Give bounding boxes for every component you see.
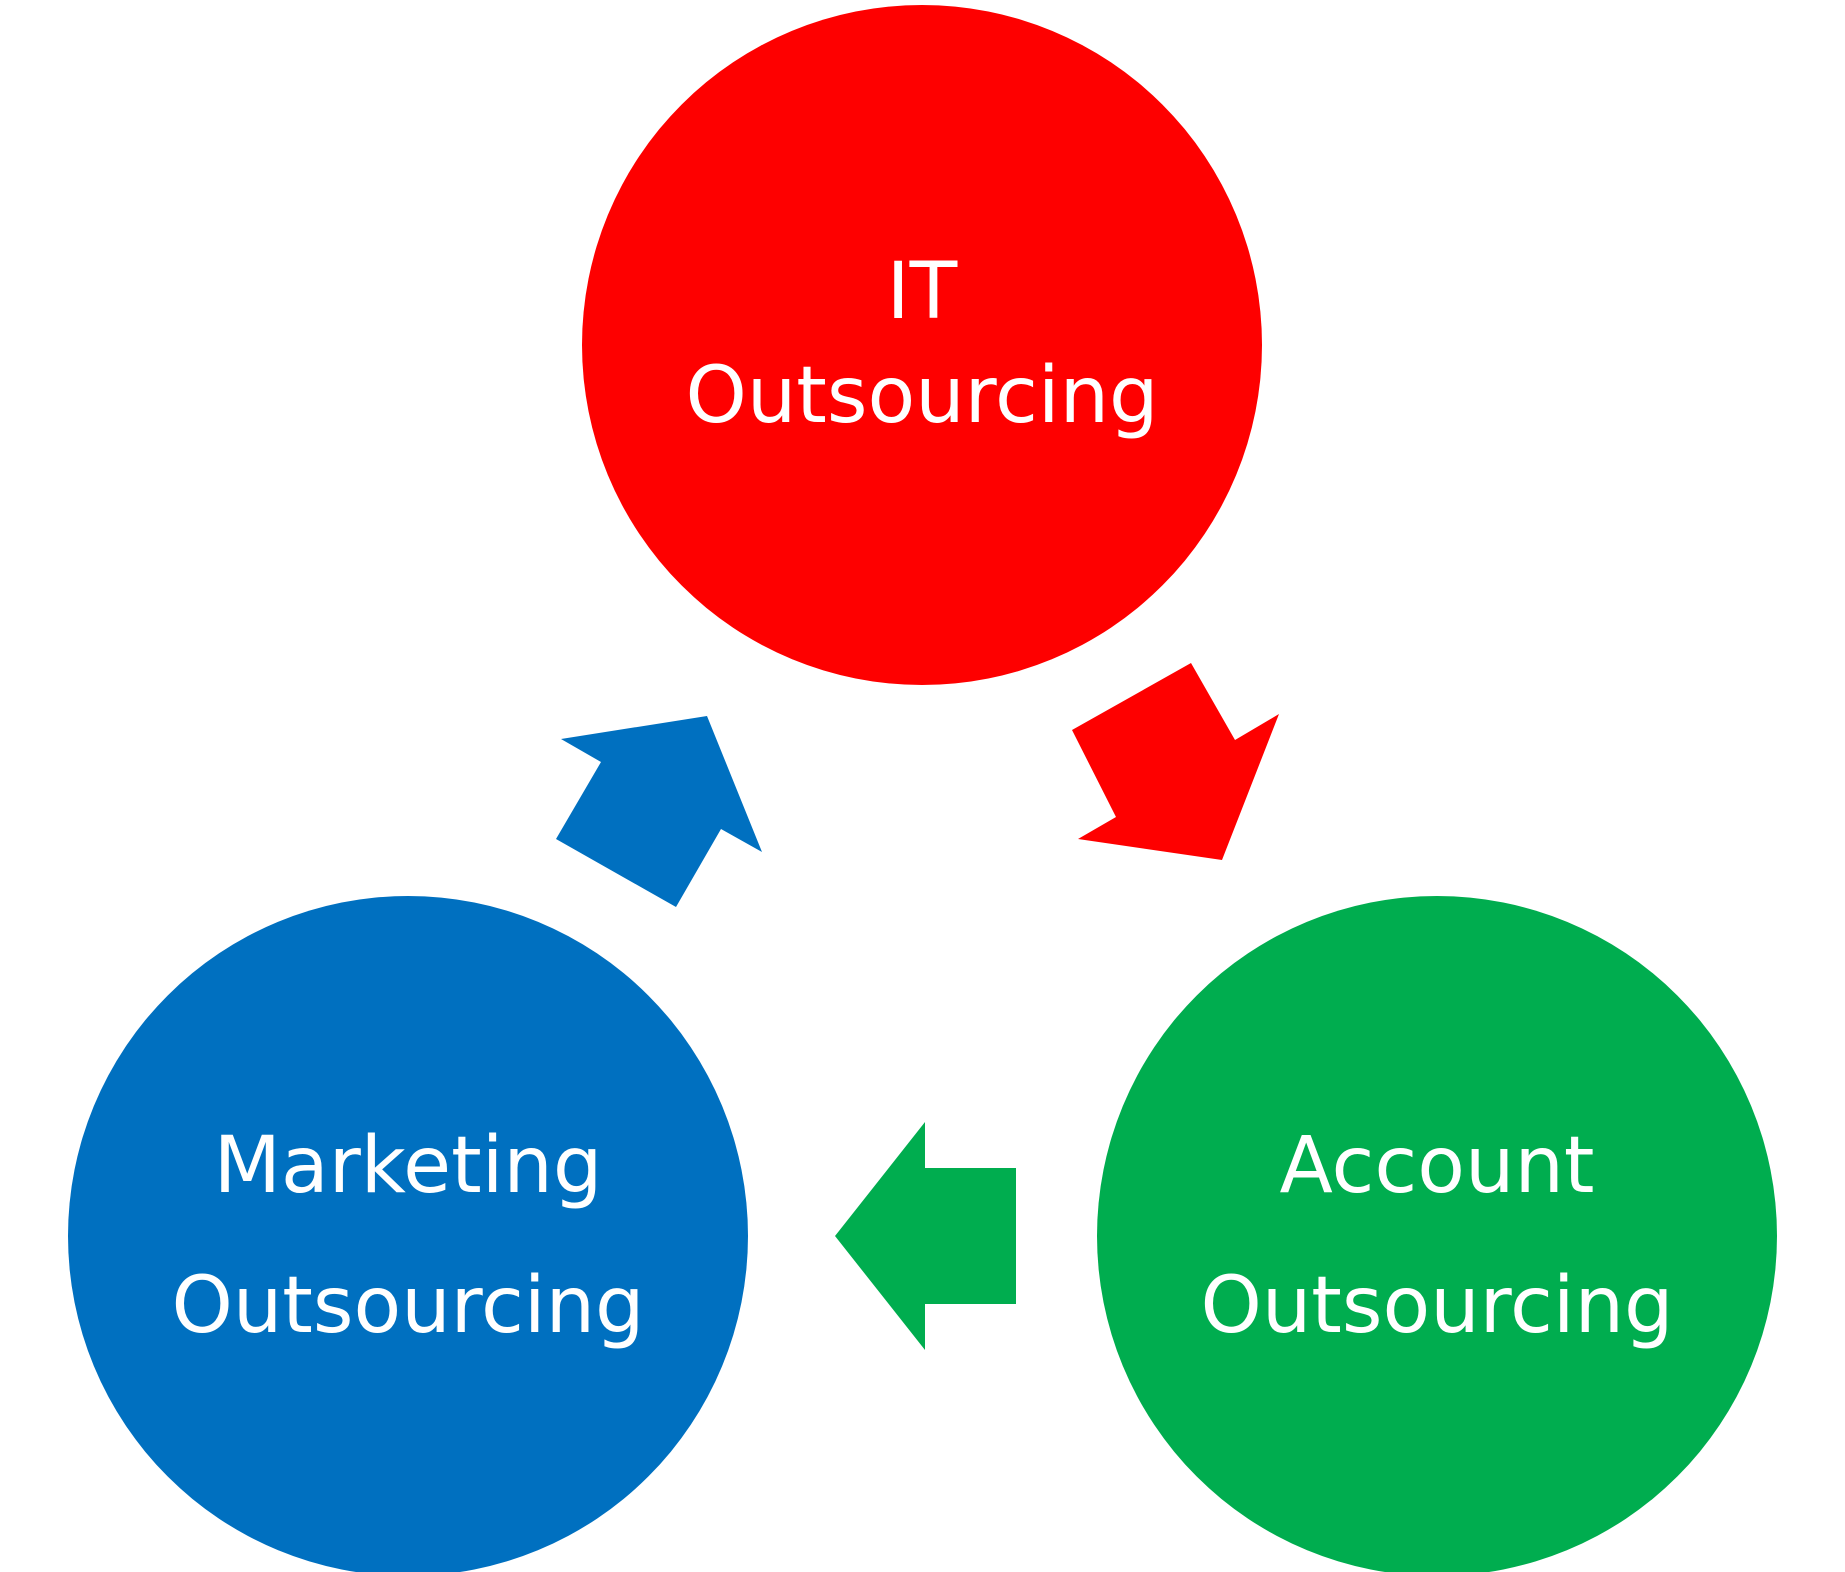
label-marketing-outsourcing-line2: Outsourcing <box>171 1261 644 1351</box>
circle-it-outsourcing <box>582 5 1262 685</box>
node-it-outsourcing: IT Outsourcing <box>582 5 1262 685</box>
label-it-outsourcing-line2: Outsourcing <box>685 351 1158 441</box>
node-account-outsourcing: Account Outsourcing <box>1097 896 1777 1572</box>
label-marketing-outsourcing: Marketing <box>214 1121 603 1211</box>
label-account-outsourcing: Account <box>1280 1121 1595 1211</box>
arrow-account-to-marketing <box>835 1122 1016 1350</box>
arrow-it-to-account <box>1072 663 1279 860</box>
circle-marketing-outsourcing <box>68 896 748 1572</box>
arrow-marketing-to-it <box>556 716 762 907</box>
label-it-outsourcing: IT <box>887 247 958 337</box>
label-account-outsourcing-line2: Outsourcing <box>1200 1261 1673 1351</box>
circle-account-outsourcing <box>1097 896 1777 1572</box>
node-marketing-outsourcing: Marketing Outsourcing <box>68 896 748 1572</box>
